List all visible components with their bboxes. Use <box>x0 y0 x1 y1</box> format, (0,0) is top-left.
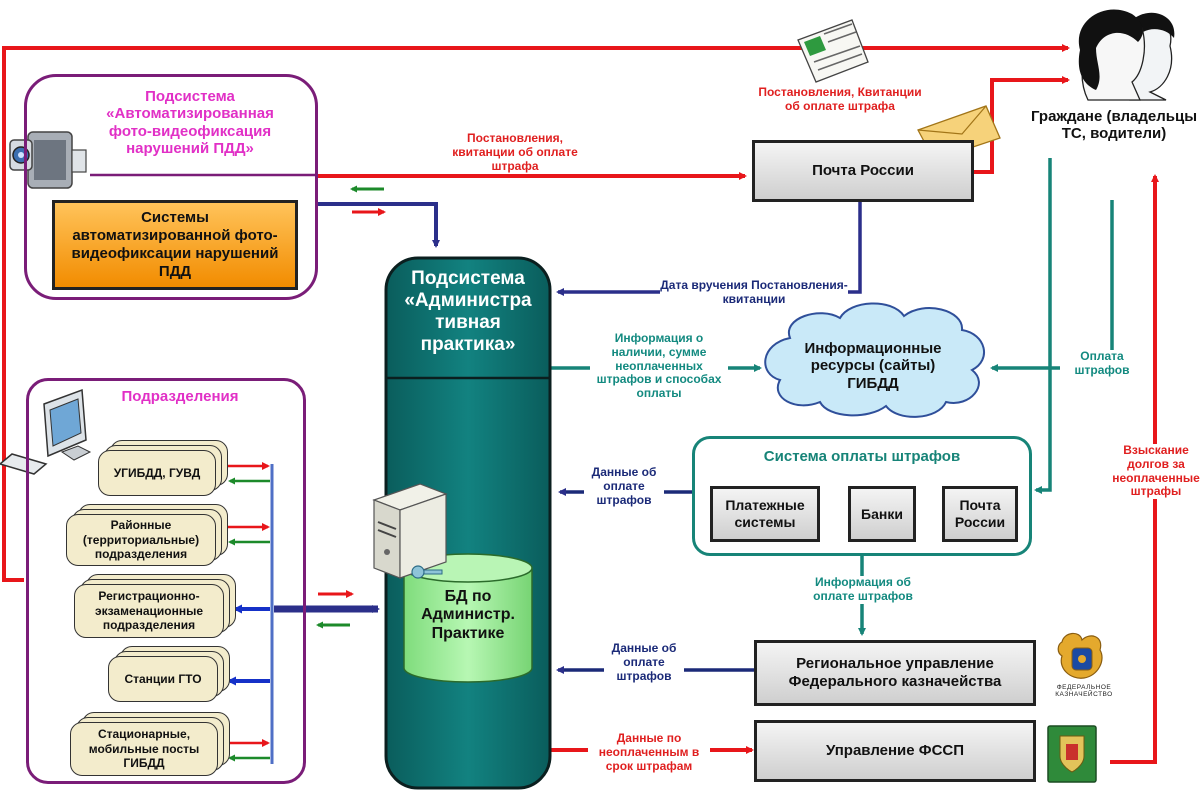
division-label: УГИБДД, ГУВД <box>113 465 201 480</box>
db-label: БД по Администр. Практике <box>421 588 515 642</box>
payment-item-label: Платежные системы <box>725 497 805 530</box>
division-stack-ugibdd: УГИБДД, ГУВД <box>98 440 228 498</box>
computer-icon <box>0 388 92 475</box>
payment-system-title: Система оплаты штрафов <box>763 448 961 465</box>
post-russia-label: Почта России <box>812 162 914 179</box>
fssp-box: Управление ФССП <box>754 720 1036 782</box>
division-stack-posts: Стационарные, мобильные посты ГИБДД <box>70 712 232 778</box>
division-label: Стационарные, мобильные посты ГИБДД <box>88 727 200 771</box>
flow-label-payment-data-2: Данные об оплате штрафов <box>604 641 684 684</box>
flow-label-unpaid-info: Информация о наличии, сумме неоплаченных… <box>590 331 728 401</box>
payment-item-payment-systems: Платежные системы <box>710 486 820 542</box>
payment-item-banks: Банки <box>848 486 916 542</box>
flow-label-delivery-date: Дата вручения Постановления-квитанции <box>660 278 848 307</box>
divisions-frame <box>26 378 306 784</box>
division-stack-registration: Регистрационно-экзаменационные подраздел… <box>74 574 238 640</box>
division-label: Станции ГТО <box>124 671 202 686</box>
flow-foto-to-admin <box>318 202 440 248</box>
db-cylinder <box>403 553 533 683</box>
flow-label-debt-collection: Взыскание долгов за неоплаченные штрафы <box>1112 443 1200 500</box>
flow-label-payment: Оплата штрафов <box>1060 349 1144 378</box>
info-resources-label: Информационные ресурсы (сайты) ГИБДД <box>804 340 942 392</box>
payment-item-label: Банки <box>861 505 903 522</box>
flow-delivery-date <box>556 202 862 296</box>
payment-item-label: Почта России <box>954 497 1006 530</box>
flow-label-resolutions-to-citizens: Постановления, Квитанции об оплате штраф… <box>758 85 922 113</box>
payment-system-frame <box>692 436 1032 556</box>
foto-subsystem-frame <box>24 74 318 300</box>
division-label: Районные (территориальные) подразделения <box>82 518 200 562</box>
admin-subsystem-title: Подсистема «Администра тивная практика» <box>404 268 532 355</box>
division-stack-gto: Станции ГТО <box>108 646 232 704</box>
flow-label-unpaid-data: Данные по неоплаченным в срок штрафам <box>588 731 710 774</box>
newspaper-icon <box>797 19 869 83</box>
server-icon <box>372 483 448 579</box>
flow-payment <box>1034 158 1052 494</box>
citizens-label: Граждане (владельцы ТС, водители) <box>1030 108 1198 143</box>
foto-system-label: Системы автоматизированной фото-видеофик… <box>71 209 279 280</box>
foto-subsystem-title: Подсистема «Автоматизированная фото-виде… <box>106 88 274 157</box>
flow-debt-collection <box>1110 174 1159 764</box>
video-camera-icon <box>9 131 87 189</box>
foto-system-box: Системы автоматизированной фото-видеофик… <box>52 200 298 290</box>
divisions-arrows <box>226 462 270 762</box>
treasury-logo-text: ФЕДЕРАЛЬНОЕ КАЗНАЧЕЙСТВО <box>1055 684 1113 699</box>
treasury-box: Региональное управление Федерального каз… <box>754 640 1036 706</box>
flow-label-payment-info: Информация об оплате штрафов <box>808 575 918 604</box>
flow-citizens-to-resources <box>990 200 1114 372</box>
division-stack-district: Районные (территориальные) подразделения <box>66 504 230 568</box>
post-russia-box: Почта России <box>752 140 974 202</box>
treasury-label: Региональное управление Федерального каз… <box>788 655 1002 690</box>
fssp-label: Управление ФССП <box>825 742 965 759</box>
flow-label-payment-data-1: Данные об оплате штрафов <box>584 465 664 508</box>
division-label: Регистрационно-экзаменационные подраздел… <box>94 589 204 633</box>
red-loop-left-to-citizens <box>2 44 1070 582</box>
fssp-emblem-icon <box>1047 725 1097 783</box>
divisions-title: Подразделения <box>121 388 239 405</box>
flow-label-resolutions-to-post: Постановления, квитанции об оплате штраф… <box>452 131 578 174</box>
payment-item-post: Почта России <box>942 486 1018 542</box>
treasury-emblem-icon <box>1057 632 1103 679</box>
citizens-icon <box>1078 9 1175 101</box>
cloud-shape <box>764 302 985 418</box>
